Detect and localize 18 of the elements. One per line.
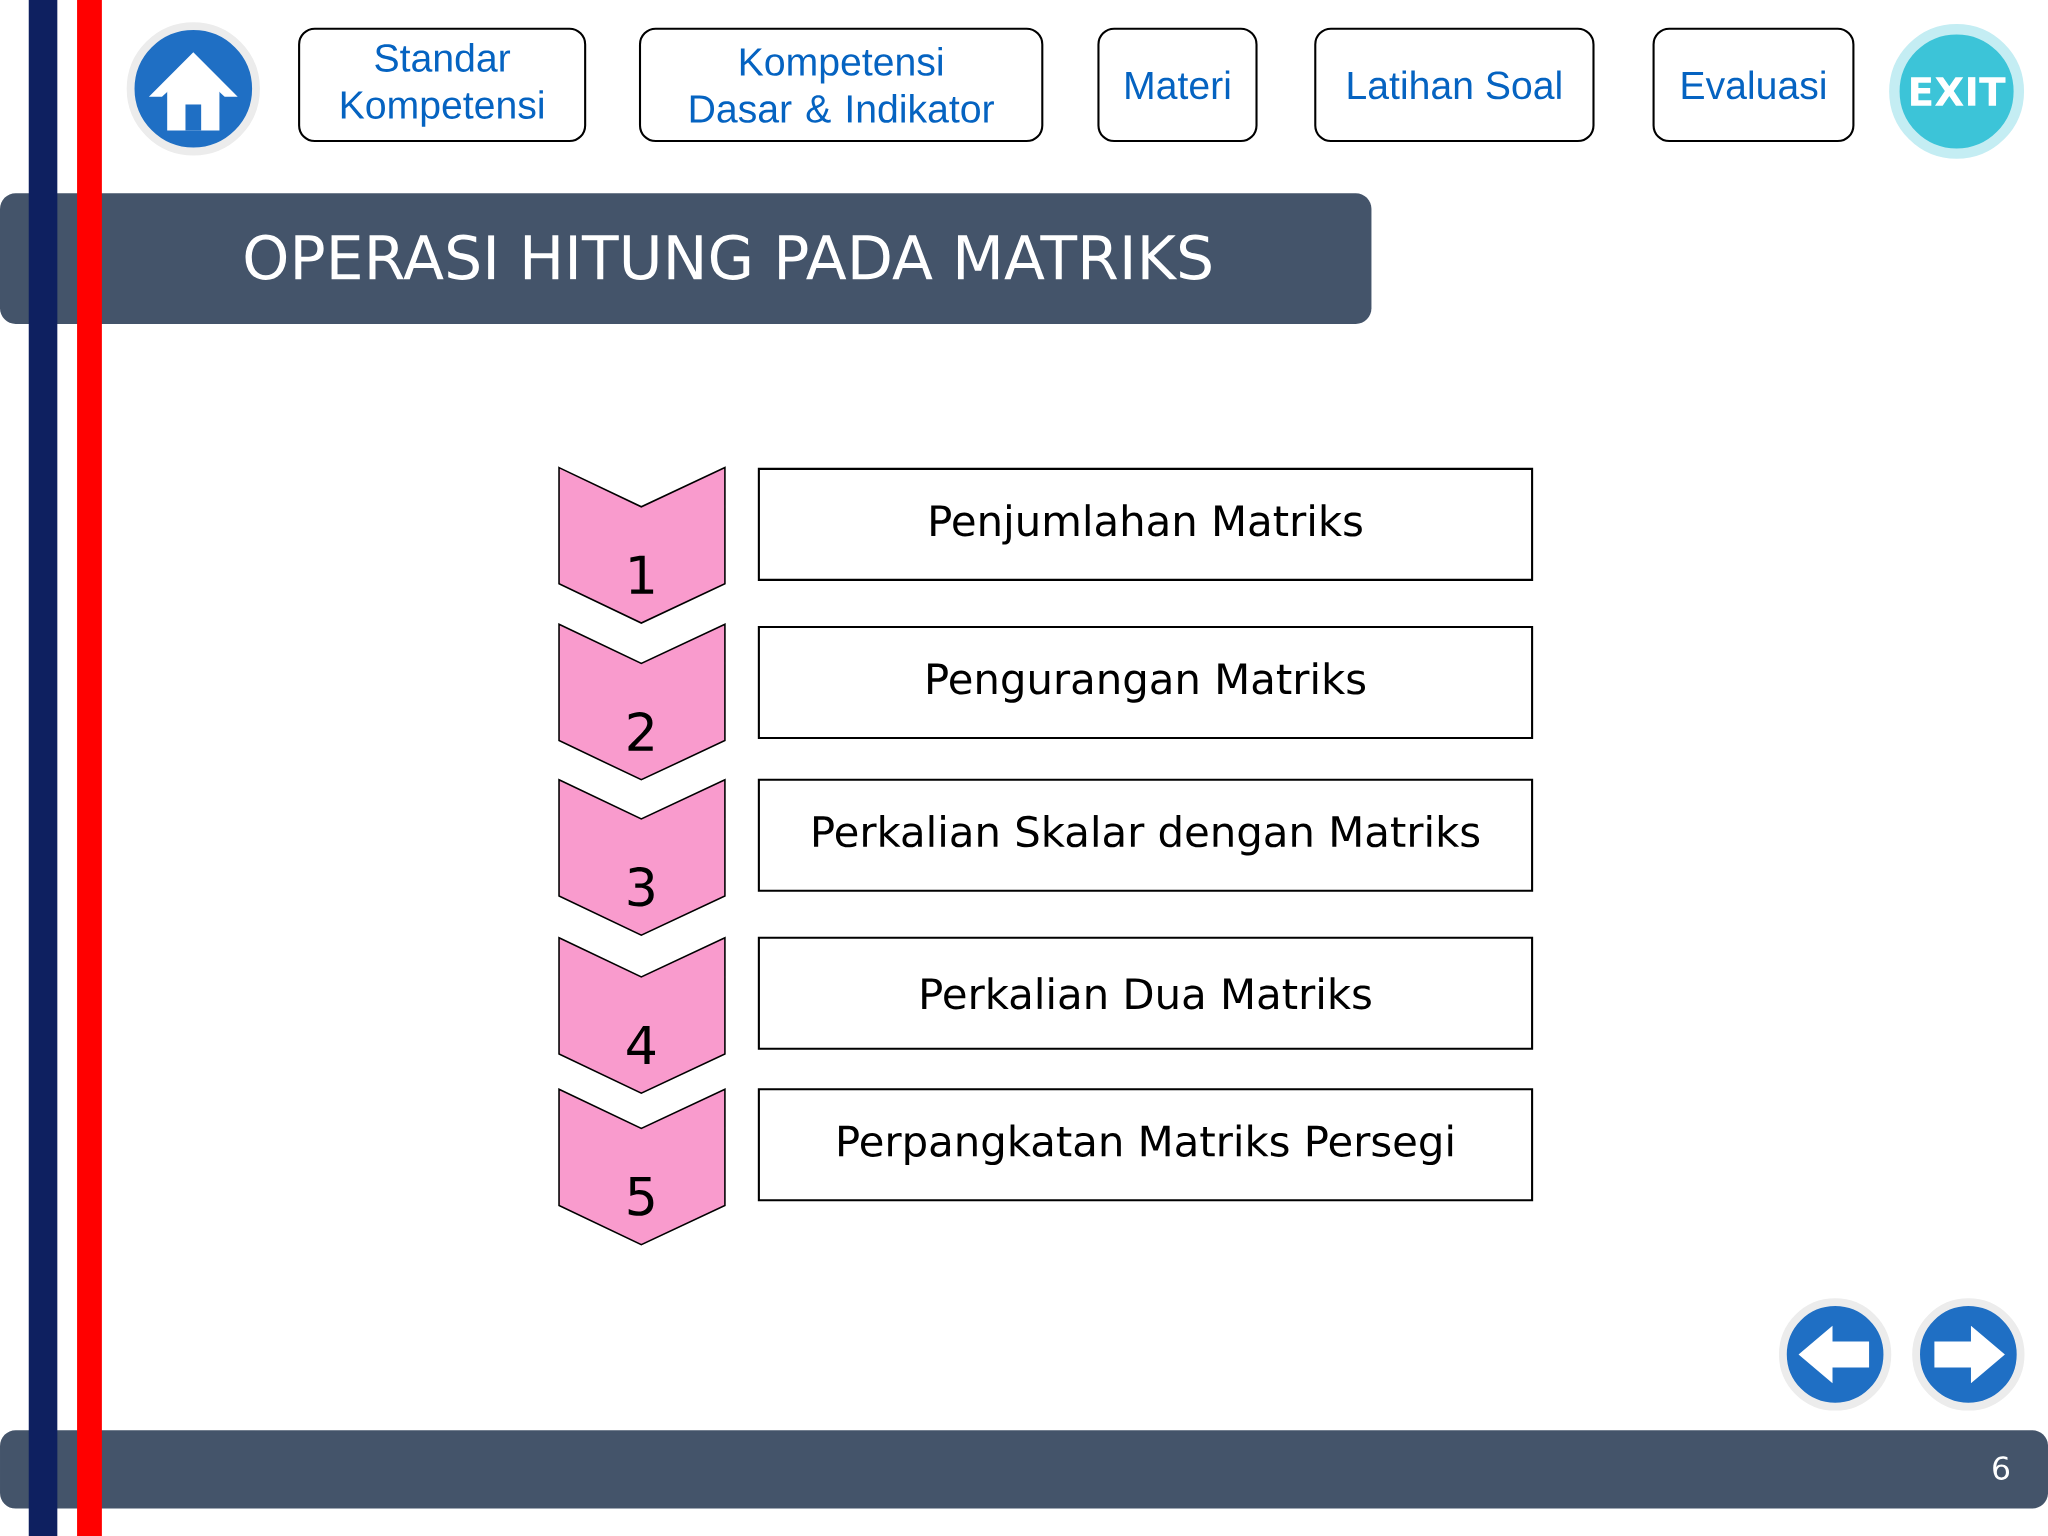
menu-button: Standar Kompetensi: [298, 27, 587, 143]
chevron-step: 4: [558, 936, 726, 1095]
operation-box: Perkalian Skalar dengan Matriks: [757, 778, 1534, 892]
chevron-step: 2: [558, 623, 726, 781]
operation-box: Penjumlahan Matriks: [757, 467, 1534, 581]
menu-button: Latihan Soal: [1314, 27, 1595, 143]
slide-title: OPERASI HITUNG PADA MATRIKS: [245, 234, 1211, 281]
operation-box: Perpangkatan Matriks Persegi: [757, 1088, 1534, 1202]
menu-button: Materi: [1097, 27, 1258, 143]
chevron-step: 3: [558, 778, 726, 937]
chevron-step: 5: [558, 1088, 726, 1246]
exit-button: EXIT: [1889, 23, 2025, 159]
page-number: 6: [1993, 1456, 2009, 1480]
chevron-step: 1: [558, 466, 726, 624]
menu-button: Kompetensi Dasar & Indikator: [638, 27, 1044, 143]
menu-button: Evaluasi: [1652, 27, 1855, 143]
operation-box: Perkalian Dua Matriks: [757, 936, 1534, 1050]
operation-box: Pengurangan Matriks: [757, 625, 1534, 739]
